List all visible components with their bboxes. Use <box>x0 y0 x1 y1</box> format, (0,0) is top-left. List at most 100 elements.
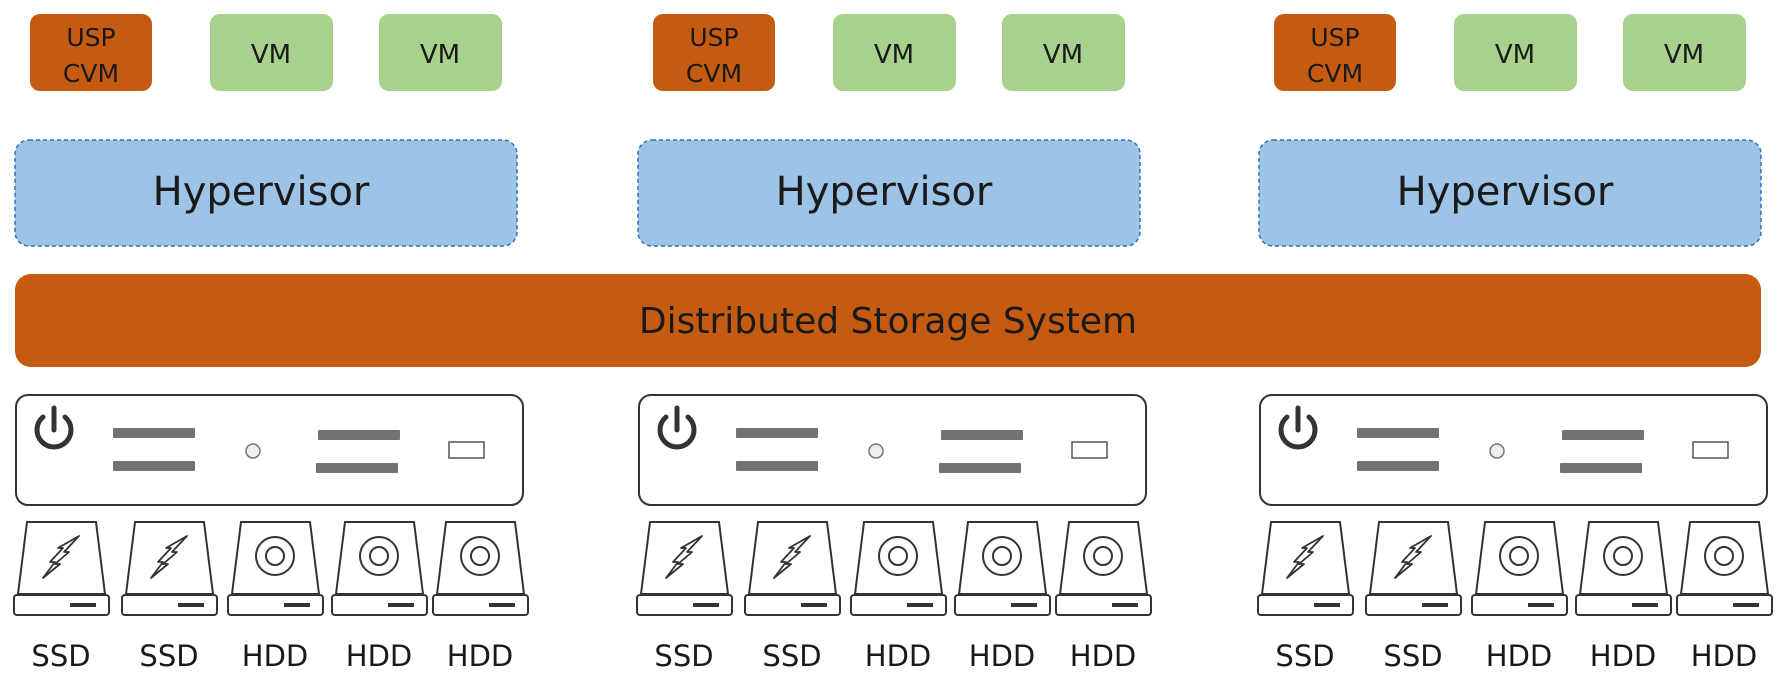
lightning-icon <box>1286 535 1324 579</box>
disk-label: HDD <box>346 639 412 673</box>
disk-body <box>1474 521 1565 595</box>
hdd-disk: HDD <box>850 521 947 673</box>
disk-label: HDD <box>1070 639 1136 673</box>
disk-label: SSD <box>654 639 713 673</box>
vm-box: VM <box>1623 14 1746 91</box>
cvm-label-line1: USP <box>66 23 115 52</box>
disk-body <box>334 521 425 595</box>
drive-bay-slot <box>1562 430 1644 440</box>
storage-bar-background <box>15 274 1761 367</box>
port-icon <box>448 441 485 459</box>
storage-label: Distributed Storage System <box>639 301 1137 342</box>
server-chassis <box>15 394 524 506</box>
drive-bay-slot <box>1357 461 1439 471</box>
server-chassis <box>638 394 1147 506</box>
vm-box: VM <box>210 14 333 91</box>
drive-bay-slot <box>318 430 400 440</box>
platter-icon <box>1499 536 1539 576</box>
disk-slot-line <box>907 603 933 607</box>
vm-box-background <box>1623 14 1746 91</box>
disk-slot-line <box>1314 603 1340 607</box>
vm-box-background <box>379 14 502 91</box>
disk-body <box>1058 521 1149 595</box>
cvm-box-background <box>30 14 152 91</box>
vm-label: VM <box>1495 40 1535 70</box>
disk-base <box>1471 594 1568 616</box>
lightning-icon <box>150 535 188 579</box>
disk-base <box>13 594 110 616</box>
disk-slot-line <box>1528 603 1554 607</box>
cvm-label-line1: USP <box>1310 23 1359 52</box>
disk-slot-line <box>693 603 719 607</box>
hypervisor-background <box>1258 139 1762 247</box>
vm-box: VM <box>1002 14 1125 91</box>
lightning-icon <box>773 535 811 579</box>
port-icon <box>1692 441 1729 459</box>
platter-icon <box>1083 536 1123 576</box>
disk-label: SSD <box>1383 639 1442 673</box>
power-icon <box>34 405 74 450</box>
disk-slot-line <box>388 603 414 607</box>
lightning-icon <box>1394 535 1432 579</box>
disk-label: HDD <box>969 639 1035 673</box>
vm-box-background <box>833 14 956 91</box>
disk-base <box>954 594 1051 616</box>
drive-bay-slot <box>113 428 195 438</box>
disk-slot-line <box>1422 603 1448 607</box>
drive-bay-slot <box>939 463 1021 473</box>
ssd-disk: SSD <box>1365 521 1462 673</box>
platter-icon <box>1603 536 1643 576</box>
hypervisor-box: Hypervisor <box>14 139 518 247</box>
vm-box: VM <box>833 14 956 91</box>
vm-label: VM <box>1043 40 1083 70</box>
cvm-label-line2: CVM <box>686 59 742 88</box>
drive-bay-slot <box>941 430 1023 440</box>
disk-label: HDD <box>1486 639 1552 673</box>
ssd-disk: SSD <box>636 521 733 673</box>
disk-slot-line <box>70 603 96 607</box>
disk-label: HDD <box>242 639 308 673</box>
hdd-disk: HDD <box>1676 521 1773 673</box>
hypervisor-background <box>14 139 518 247</box>
platter-icon <box>460 536 500 576</box>
cvm-label-line1: USP <box>689 23 738 52</box>
led-indicator <box>868 443 884 459</box>
disk-slot-line <box>178 603 204 607</box>
led-indicator <box>245 443 261 459</box>
drive-bay-slot <box>1357 428 1439 438</box>
vm-label: VM <box>420 40 460 70</box>
ssd-disk: SSD <box>121 521 218 673</box>
hypervisor-label: Hypervisor <box>1397 169 1614 215</box>
hypervisor-box: Hypervisor <box>637 139 1141 247</box>
disk-base <box>850 594 947 616</box>
disk-body <box>957 521 1048 595</box>
drive-bay-slot <box>736 461 818 471</box>
port-icon <box>1071 441 1108 459</box>
platter-icon <box>982 536 1022 576</box>
ssd-disk: SSD <box>744 521 841 673</box>
vm-box: VM <box>379 14 502 91</box>
disk-slot-line <box>1632 603 1658 607</box>
power-icon <box>657 405 697 450</box>
drive-bay-slot <box>736 428 818 438</box>
disk-slot-line <box>1011 603 1037 607</box>
drive-bay-slot <box>316 463 398 473</box>
distributed-storage-bar: Distributed Storage System <box>15 274 1761 367</box>
ssd-disk: SSD <box>1257 521 1354 673</box>
hdd-disk: HDD <box>954 521 1051 673</box>
vm-box-background <box>210 14 333 91</box>
vm-label: VM <box>874 40 914 70</box>
cvm-box-background <box>653 14 775 91</box>
vm-box-background <box>1454 14 1577 91</box>
power-icon <box>1278 405 1318 450</box>
lightning-icon <box>42 535 80 579</box>
disk-slot-line <box>489 603 515 607</box>
disk-base <box>1257 594 1354 616</box>
server-chassis <box>1259 394 1768 506</box>
disk-base <box>1055 594 1152 616</box>
